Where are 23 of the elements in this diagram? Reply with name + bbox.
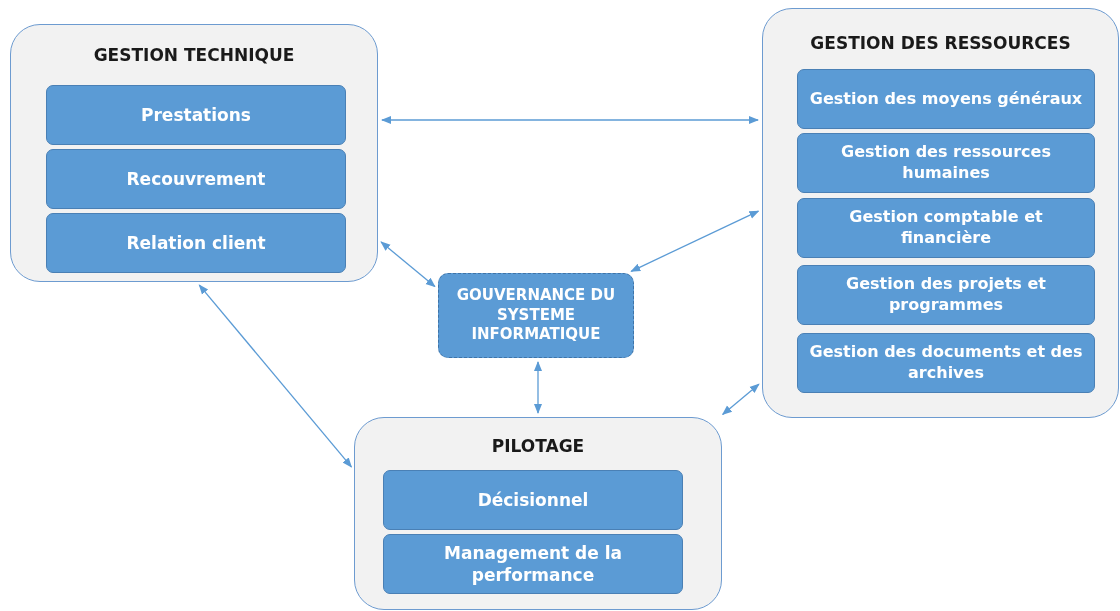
process-box: Prestations (46, 85, 346, 145)
group-panel (10, 24, 378, 282)
process-box: Gestion des ressources humaines (797, 133, 1095, 193)
process-box: Gestion des moyens généraux (797, 69, 1095, 129)
process-box: Gestion des documents et des archives (797, 333, 1095, 393)
group-heading: GESTION TECHNIQUE (92, 45, 296, 65)
group-heading: GESTION DES RESSOURCES (809, 33, 1072, 53)
double-arrow (380, 241, 436, 288)
governance-box: GOUVERNANCE DU SYSTEME INFORMATIQUE (438, 273, 634, 358)
process-box: Décisionnel (383, 470, 683, 530)
double-arrow (534, 361, 542, 414)
process-box: Management de la performance (383, 534, 683, 594)
double-arrow (381, 116, 759, 124)
group-heading: PILOTAGE (490, 436, 586, 456)
process-box: Gestion des projets et programmes (797, 265, 1095, 325)
process-box: Recouvrement (46, 149, 346, 209)
double-arrow (630, 210, 760, 272)
double-arrow (721, 383, 760, 416)
group-panel (762, 8, 1119, 418)
double-arrow (198, 284, 353, 468)
process-box: Gestion comptable et financière (797, 198, 1095, 258)
process-box: Relation client (46, 213, 346, 273)
group-panel (354, 417, 722, 610)
